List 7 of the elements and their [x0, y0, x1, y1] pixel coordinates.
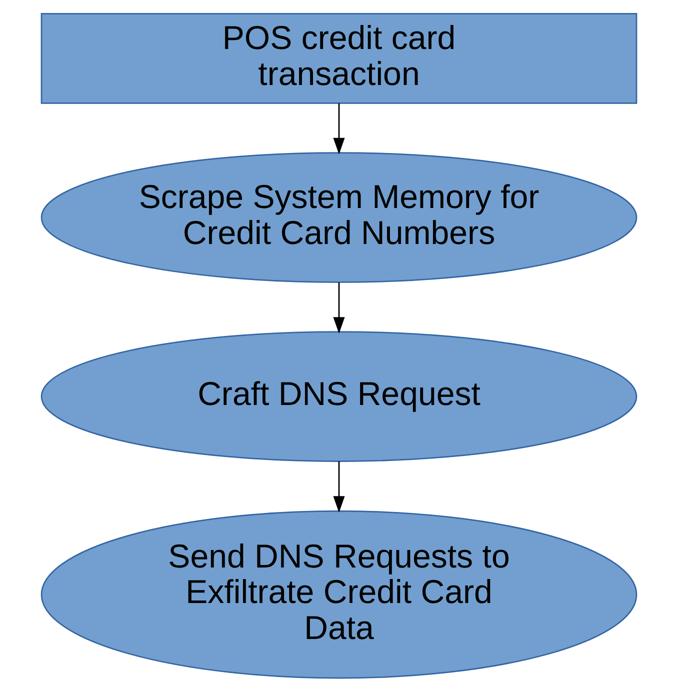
node-ellipse: Send DNS Requests to Exfiltrate Credit Card Data: [40, 510, 638, 679]
node-ellipse: Scrape System Memory for Credit Card Numbers: [40, 152, 638, 283]
arrow: [333, 103, 345, 154]
arrow: [333, 461, 345, 513]
node-box: POS credit card transaction: [40, 12, 638, 104]
arrow: [333, 282, 345, 334]
node-ellipse: Craft DNS Request: [40, 331, 638, 462]
